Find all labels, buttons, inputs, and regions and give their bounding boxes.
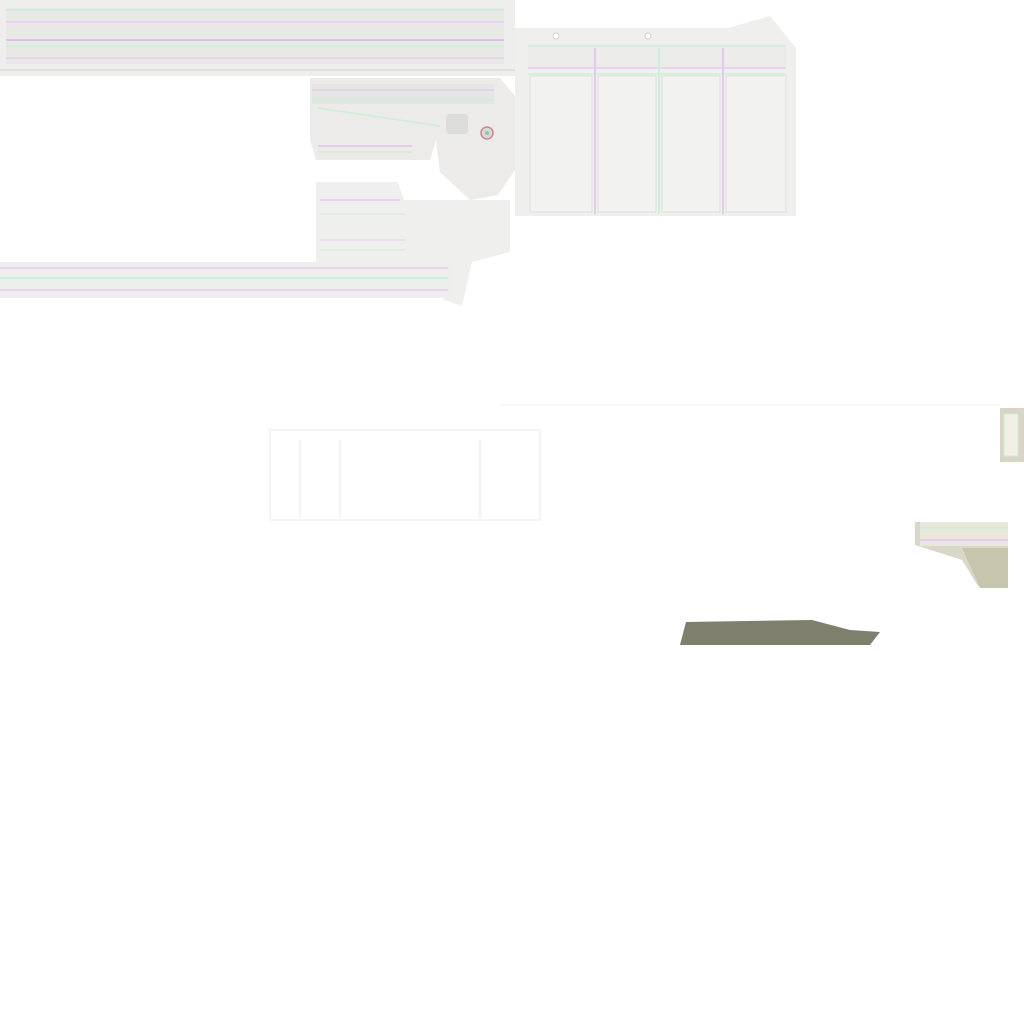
olive-blade — [680, 620, 880, 645]
receiver-slot — [446, 114, 468, 134]
grid-slot — [529, 75, 593, 213]
grid-slot — [661, 75, 721, 213]
rivet-icon — [644, 32, 652, 40]
grid-block — [515, 16, 796, 216]
rivet-icon — [552, 32, 560, 40]
grip-block — [316, 182, 510, 306]
olive-blade-shape — [680, 620, 880, 645]
right-strip-inner — [1003, 413, 1019, 457]
receiver-body — [310, 78, 515, 200]
bolt-center-icon — [485, 131, 489, 135]
grid-header — [528, 44, 786, 68]
barrel-panel-inner — [6, 8, 504, 64]
right-strip-tail — [962, 548, 1008, 588]
grid-slot — [597, 75, 657, 213]
faint-shapes — [269, 404, 1000, 521]
bottom-barrel-panel — [0, 262, 450, 298]
receiver-part — [310, 78, 515, 200]
right-strip-face — [920, 522, 1008, 546]
grip-body — [316, 182, 510, 306]
top-barrel-panel — [0, 0, 515, 76]
grid-slot — [725, 75, 787, 213]
right-strip — [915, 408, 1024, 588]
receiver-line — [317, 107, 441, 127]
receiver-rail — [312, 84, 494, 104]
faint-block — [269, 429, 541, 521]
